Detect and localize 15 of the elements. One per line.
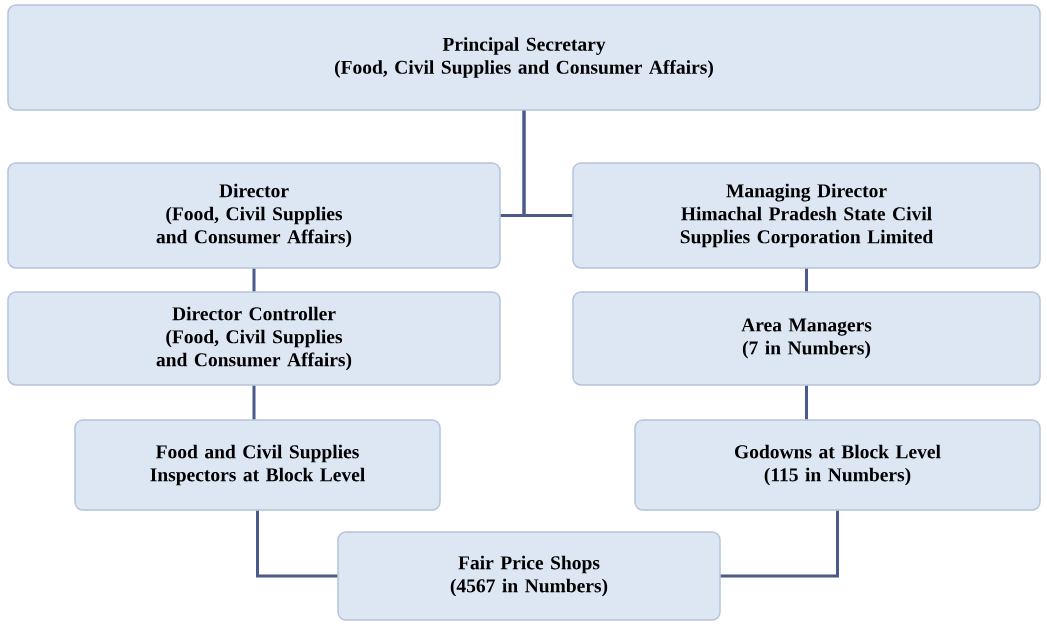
connector-line [252,268,256,292]
org-box: Fair Price Shops (4567 in Numbers) [337,531,721,621]
org-box: Area Managers (7 in Numbers) [572,291,1041,386]
connector-line [256,510,338,578]
connector-line [720,510,839,578]
org-box: Director Controller (Food, Civil Supplies and Consumer Affairs) [7,291,501,386]
connector-line [252,385,256,420]
org-box: Managing Director Himachal Pradesh State Civil Supplies Corporation Limited [572,162,1041,269]
connector-line [805,268,808,292]
org-box: Director (Food, Civil Supplies and Consumer Affairs) [7,162,501,269]
connector-line [522,110,573,217]
connector-line [805,385,808,420]
org-box: Godowns at Block Level (115 in Numbers) [634,419,1041,511]
org-box: Food and Civil Supplies Inspectors at Block Level [74,419,441,511]
org-box: Principal Secretary (Food, Civil Supplies and Consumer Affairs) [7,4,1041,111]
